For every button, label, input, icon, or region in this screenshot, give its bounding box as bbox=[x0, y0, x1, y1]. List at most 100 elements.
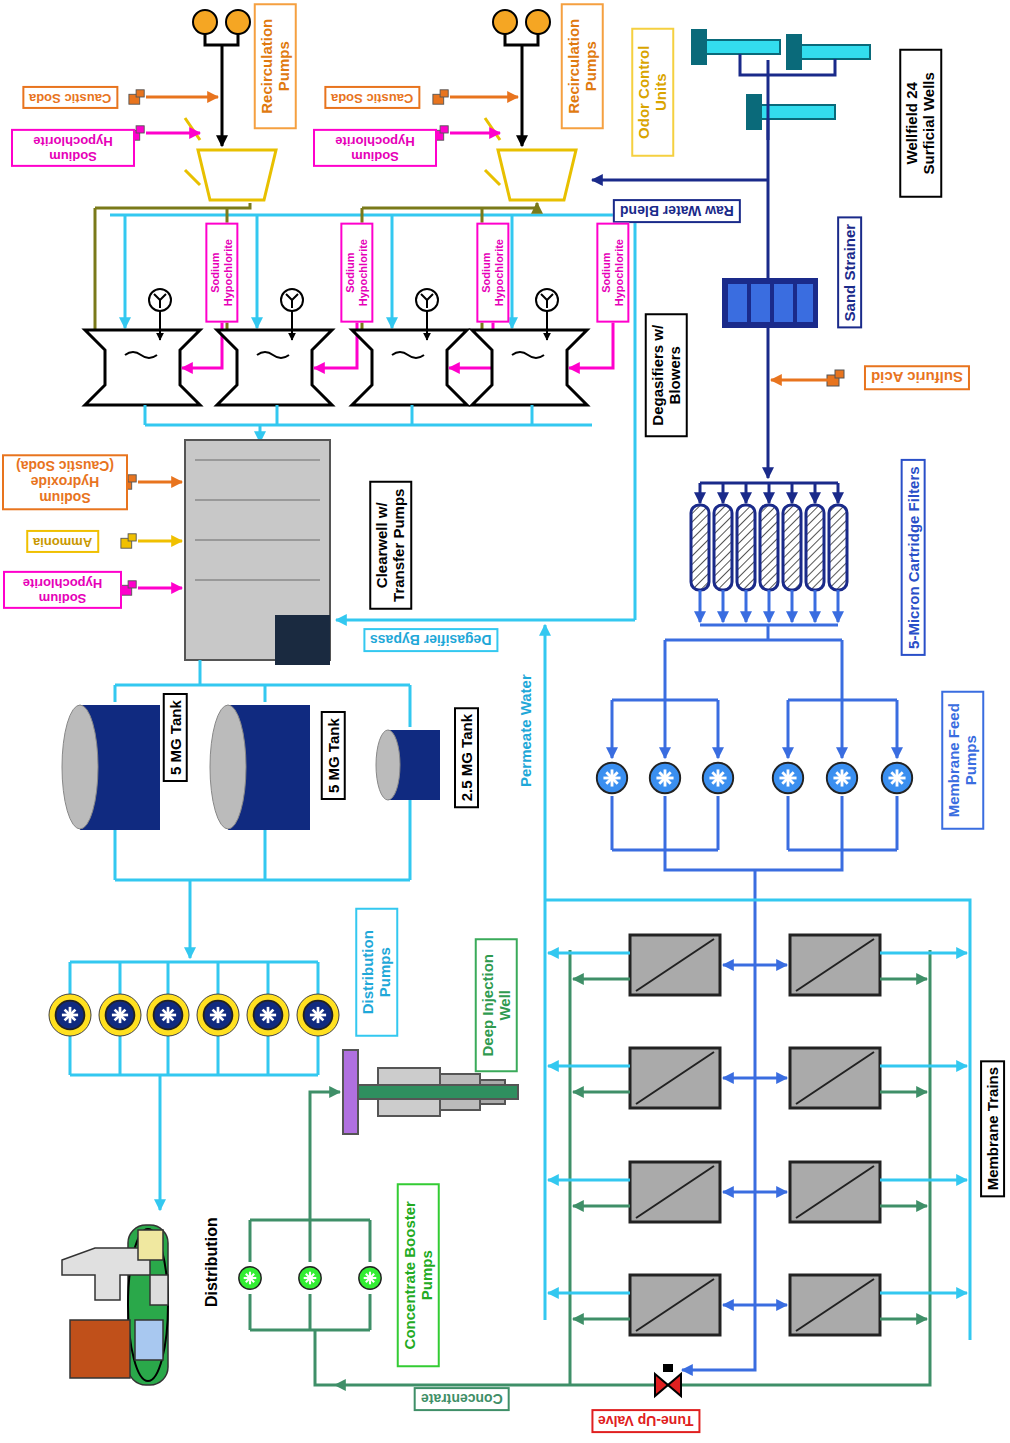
tune-up-valve bbox=[655, 1364, 681, 1396]
box-text: Odor Control Units bbox=[635, 34, 670, 149]
membrane-trains-part bbox=[880, 978, 927, 981]
recirc-pumps bbox=[193, 10, 550, 34]
wells-part bbox=[760, 105, 835, 119]
raw-water-pipes-part bbox=[592, 179, 768, 182]
label-box: Clearwell w/ Transfer Pumps bbox=[369, 480, 412, 609]
acid-pump bbox=[827, 370, 844, 386]
degasifiers-part bbox=[546, 311, 548, 340]
label-box: Deep Injection Well bbox=[475, 938, 518, 1072]
label-box: Sodium Hypochlorite bbox=[313, 129, 437, 167]
cartridge-filters bbox=[691, 483, 847, 625]
membrane-piping-part bbox=[544, 625, 547, 1320]
process-drawing-part bbox=[433, 90, 448, 104]
box-text: Clearwell w/ Transfer Pumps bbox=[373, 487, 408, 602]
membrane-trains-part bbox=[790, 1048, 880, 1108]
degasifiers-part bbox=[391, 215, 394, 328]
degasifiers-part bbox=[531, 405, 534, 425]
feed-pumps-part bbox=[597, 763, 627, 793]
feed-pumps-part bbox=[611, 796, 614, 850]
cartridge-filters-part bbox=[745, 590, 748, 622]
membrane-trains-part bbox=[548, 1179, 630, 1182]
concentrate-piping-part bbox=[250, 1220, 370, 1262]
feed-pumps-part bbox=[841, 700, 844, 758]
cartridge-filters-part bbox=[768, 590, 771, 622]
degasifiers-part bbox=[416, 289, 438, 311]
membrane-trains-part bbox=[723, 964, 755, 967]
degasifiers bbox=[85, 203, 613, 425]
tank-piping-part bbox=[70, 1035, 318, 1075]
box-text: Sodium Hypochlorite bbox=[480, 229, 505, 315]
label-box: Ammonia bbox=[26, 530, 99, 553]
degasifiers-part bbox=[144, 405, 147, 425]
label-box: Concentrate bbox=[414, 1387, 510, 1411]
process-drawing-part bbox=[121, 581, 136, 595]
box-text: Sodium Hypochlorite bbox=[320, 133, 430, 163]
label-box: Sodium Hypochlorite bbox=[476, 222, 509, 322]
distribution-pumps-part bbox=[304, 1001, 333, 1030]
scrubbers-part bbox=[485, 118, 500, 185]
scrubber-chem-part bbox=[450, 96, 518, 99]
membrane-trains-part bbox=[880, 1179, 967, 1182]
label-box: Sodium Hypochlorite bbox=[340, 222, 373, 322]
feed-piping-part bbox=[664, 640, 667, 700]
clearwell bbox=[185, 440, 330, 665]
distribution-pumps-part bbox=[56, 1001, 85, 1030]
membrane-trains-part bbox=[636, 1052, 714, 1104]
box-text: Sodium Hydroxide (Caustic Soda) bbox=[9, 458, 121, 506]
booster-pump bbox=[239, 1267, 261, 1289]
sand-strainer-part bbox=[751, 284, 770, 322]
cartridge-filters-part bbox=[837, 483, 840, 503]
recirc-pumps-part bbox=[226, 10, 250, 34]
box-text: Membrane Trains bbox=[984, 1066, 1001, 1189]
membrane-trains-part bbox=[790, 1162, 880, 1222]
membrane-trains-part bbox=[796, 1166, 874, 1218]
degasifiers-part bbox=[392, 352, 424, 358]
membrane-trains-part bbox=[790, 935, 880, 995]
label-box: 5 MG Tank bbox=[320, 711, 345, 800]
cartridge-filters-part bbox=[699, 483, 702, 503]
tanks-part bbox=[376, 730, 400, 800]
membrane-trains-part bbox=[636, 1166, 714, 1218]
cartridge-filters-part bbox=[722, 483, 725, 503]
feed-piping-part bbox=[665, 639, 842, 642]
cartridge-filters-part bbox=[745, 483, 748, 503]
membrane-trains-part bbox=[636, 1279, 714, 1331]
degasifiers-part bbox=[286, 294, 298, 308]
distribution-icon-part bbox=[150, 1275, 168, 1305]
clearwell-part bbox=[275, 615, 330, 665]
box-text: Sodium Hypochlorite bbox=[344, 229, 369, 315]
scrubbers bbox=[185, 118, 576, 200]
feed-pumps-part bbox=[650, 763, 680, 793]
label-box: Raw Water Blend bbox=[613, 199, 741, 223]
membrane-piping-part bbox=[545, 900, 970, 1340]
degasifiers-part bbox=[536, 289, 558, 311]
sand-strainer-part bbox=[722, 278, 818, 328]
distribution-pumps-part bbox=[154, 1001, 183, 1030]
distribution-icon-part bbox=[62, 1248, 150, 1300]
scrubber-chem-part bbox=[450, 132, 500, 135]
tank-piping bbox=[70, 660, 410, 1210]
degasifiers-part bbox=[159, 311, 161, 340]
distribution-pumps-part bbox=[254, 1001, 283, 1030]
feed-pumps-part bbox=[882, 763, 912, 793]
box-text: Recirculation Pumps bbox=[565, 10, 600, 122]
tune-up-valve-part bbox=[663, 1364, 673, 1372]
raw-water-pipes-part bbox=[767, 60, 770, 478]
degasifiers-part bbox=[154, 294, 166, 308]
distribution-icon bbox=[62, 1225, 168, 1385]
membrane-trains-part bbox=[630, 1275, 720, 1335]
wells-part bbox=[747, 95, 761, 129]
degasifiers-part bbox=[94, 208, 97, 330]
cartridge-filters-part bbox=[691, 505, 709, 590]
membrane-trains-part bbox=[630, 1162, 720, 1222]
label-box: Degasifier Bypass bbox=[363, 628, 498, 652]
label-box: Sodium Hypochlorite bbox=[596, 222, 629, 322]
recirc-pumps-part bbox=[493, 10, 517, 34]
label-text: Permeate Water bbox=[516, 674, 533, 787]
label-box: Membrane Feed Pumps bbox=[941, 690, 984, 829]
membrane-trains-part bbox=[796, 1052, 874, 1104]
label-box: Sand Strainer bbox=[837, 216, 862, 328]
cartridge-filters-part bbox=[699, 590, 702, 622]
label-box: Sulfuric Acid bbox=[864, 365, 970, 390]
scrubbers-part bbox=[198, 150, 276, 200]
